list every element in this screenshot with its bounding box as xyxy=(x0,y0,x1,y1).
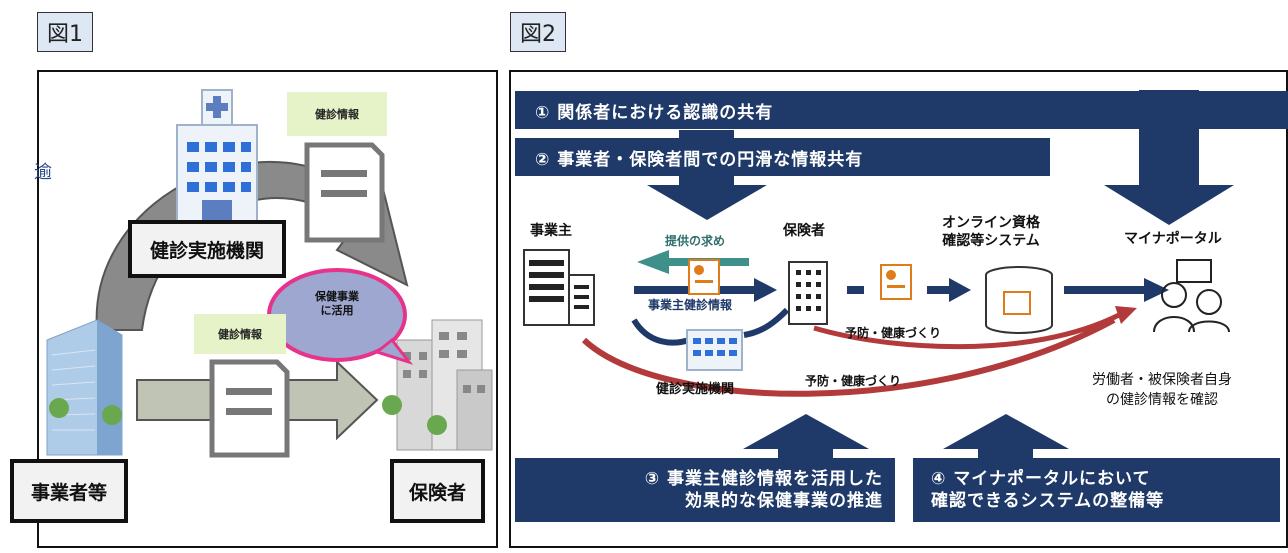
figure1-label: 図1 xyxy=(37,12,93,52)
figure2-graphics xyxy=(523,90,1234,499)
worker-check-line2: の健診情報を確認 xyxy=(1106,392,1218,408)
speech-bubble xyxy=(267,268,414,365)
system-database-icon xyxy=(985,266,1053,334)
banner-4-line1: ④ マイナポータルにおいて xyxy=(931,469,1151,489)
mynaportal-users-icon xyxy=(1153,259,1230,333)
doc-icon-2 xyxy=(880,264,912,300)
document-bottom-icon xyxy=(209,359,290,458)
institution-building-icon xyxy=(686,329,743,371)
employer-building-icon xyxy=(523,249,595,326)
banner-4: ④ マイナポータルにおいて 確認できるシステムの整備等 xyxy=(913,458,1280,522)
banner-3: ③ 事業主健診情報を活用した 効果的な保健事業の推進 xyxy=(515,458,895,522)
bubble-line-2: に活用 xyxy=(320,304,354,317)
mynaportal-text: マイナポータル xyxy=(1124,231,1222,247)
banner-1: ① 関係者における認識の共有 xyxy=(515,91,1288,129)
up-arrow-left xyxy=(743,414,869,499)
document-top-icon xyxy=(304,142,385,243)
curve-arrow xyxy=(631,307,790,346)
health-info-label-top: 健診情報 xyxy=(287,92,387,136)
prevention-upper-text: 予防・健康づくり xyxy=(845,326,942,340)
online-system-text: オンライン資格 確認等システム xyxy=(942,214,1040,250)
insurer-building-icon xyxy=(788,261,828,325)
health-info-label-mid: 健診情報 xyxy=(194,314,286,354)
doc-icon-1 xyxy=(688,259,720,295)
checkup-institution-label: 健診実施機関 xyxy=(128,220,286,278)
building-cluster-icon xyxy=(382,319,493,451)
prevention-lower-text: 予防・健康づくり xyxy=(805,374,902,388)
down-arrow-right xyxy=(1104,90,1234,225)
banner-4-line2: 確認できるシステムの整備等 xyxy=(931,491,1165,511)
hospital-building-icon xyxy=(176,89,258,231)
red-arc-upper xyxy=(813,312,1121,350)
insurer-label: 保険者 xyxy=(390,459,485,523)
edge-mark: 逾 xyxy=(34,162,52,183)
bubble-line-1: 保健事業 xyxy=(315,290,359,303)
worker-check-text: 労働者・被保険者自身 の健診情報を確認 xyxy=(1092,370,1232,410)
online-system-line2: 確認等システム xyxy=(942,233,1040,249)
info-arrow-2 xyxy=(847,286,864,294)
employer-health-info-text: 事業主健診情報 xyxy=(648,298,733,312)
online-system-line1: オンライン資格 xyxy=(942,215,1040,231)
banner-2: ② 事業者・保険者間での円滑な情報共有 xyxy=(515,138,1050,176)
info-arrow-4 xyxy=(1064,278,1169,302)
insurer-text: 保険者 xyxy=(783,223,825,239)
banner-3-line1: ③ 事業主健診情報を活用した xyxy=(644,469,883,489)
banner-3-line2: 効果的な保健事業の推進 xyxy=(685,491,883,511)
speech-bubble-text: 保健事業 に活用 xyxy=(285,290,389,318)
figure2-label: 図2 xyxy=(510,12,566,52)
office-tower-icon xyxy=(46,319,123,456)
info-arrow-3 xyxy=(927,278,971,302)
institution-text: 健診実施機関 xyxy=(656,382,735,397)
employer-label: 事業者等 xyxy=(10,459,128,523)
employer-text: 事業主 xyxy=(530,223,572,239)
request-text: 提供の求め xyxy=(665,234,726,248)
figure1-graphics xyxy=(46,89,493,458)
red-arc-lower xyxy=(581,317,1116,397)
up-arrow-right xyxy=(943,414,1069,499)
worker-check-line1: 労働者・被保険者自身 xyxy=(1092,372,1232,388)
